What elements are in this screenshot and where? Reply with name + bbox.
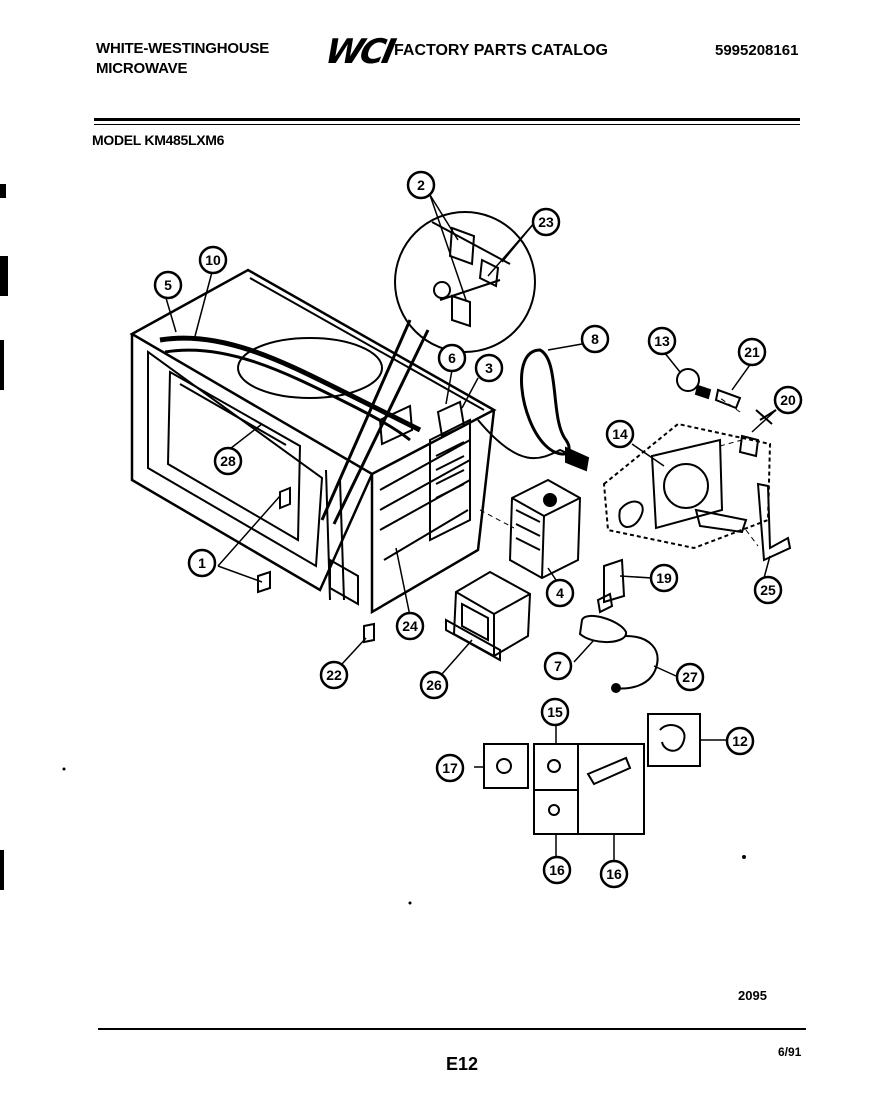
callout-16-alt: 16 — [542, 855, 572, 885]
svg-text:19: 19 — [656, 570, 672, 586]
scan-mark — [0, 340, 4, 390]
model-label: MODEL KM485LXM6 — [92, 132, 225, 148]
oven-cavity-drawing — [129, 268, 497, 615]
assembly-lines — [479, 397, 759, 547]
svg-text:26: 26 — [426, 677, 442, 693]
callout-24: 24 — [395, 611, 425, 641]
svg-text:8: 8 — [591, 331, 599, 347]
svg-text:3: 3 — [485, 360, 493, 376]
revision-date: 6/91 — [778, 1045, 802, 1059]
catalog-title: FACTORY PARTS CATALOG — [394, 42, 608, 59]
header-rule-thin — [94, 124, 800, 125]
callout-17: 17 — [435, 753, 465, 783]
power-cord-drawing — [477, 348, 590, 472]
scan-mark — [0, 184, 6, 198]
svg-text:23: 23 — [538, 214, 554, 230]
lamp-drawing — [676, 368, 777, 458]
callout-16: 16 — [599, 859, 629, 889]
catalog-number: 5995208161 — [715, 42, 799, 59]
magnetron-drawing — [508, 478, 582, 580]
svg-text:6: 6 — [448, 350, 456, 366]
fan-assembly-drawing — [602, 422, 772, 550]
svg-text:2: 2 — [417, 177, 425, 193]
svg-text:22: 22 — [326, 667, 342, 683]
callout-20: 20 — [773, 385, 803, 415]
svg-text:24: 24 — [402, 618, 418, 634]
svg-text:16: 16 — [606, 866, 622, 882]
drawing-code: 2095 — [738, 988, 767, 1003]
callout-7: 7 — [543, 651, 573, 681]
callout-12: 12 — [725, 726, 755, 756]
svg-text:15: 15 — [547, 704, 563, 720]
bracket-drawing — [756, 482, 792, 562]
callout-5: 5 — [153, 270, 183, 300]
svg-text:12: 12 — [732, 733, 748, 749]
stray-dot — [62, 767, 66, 771]
callout-13: 13 — [647, 326, 677, 356]
callout-23: 23 — [531, 207, 561, 237]
callout-1: 1 — [187, 548, 217, 578]
scan-mark — [0, 256, 8, 296]
callout-22: 22 — [319, 660, 349, 690]
callout-28: 28 — [213, 446, 243, 476]
callout-27: 27 — [675, 662, 705, 692]
small-parts-drawing — [257, 400, 466, 644]
callout-19: 19 — [649, 563, 679, 593]
svg-text:25: 25 — [760, 582, 776, 598]
footer-rule — [98, 1028, 806, 1030]
callout-14: 14 — [605, 419, 635, 449]
svg-text:13: 13 — [654, 333, 670, 349]
svg-text:27: 27 — [682, 669, 698, 685]
svg-text:14: 14 — [612, 426, 628, 442]
transformer-drawing — [445, 570, 532, 662]
callout-25: 25 — [753, 575, 783, 605]
scan-mark — [0, 850, 4, 890]
svg-text:20: 20 — [780, 392, 796, 408]
callout-21: 21 — [737, 337, 767, 367]
brand-line-1: WHITE-WESTINGHOUSE — [96, 40, 270, 57]
svg-text:4: 4 — [556, 585, 564, 601]
callout-8: 8 — [580, 324, 610, 354]
header-rule-thick — [94, 118, 800, 121]
stray-dot — [408, 901, 412, 905]
svg-text:21: 21 — [744, 344, 760, 360]
svg-text:17: 17 — [442, 760, 458, 776]
svg-text:10: 10 — [205, 252, 221, 268]
svg-text:28: 28 — [220, 453, 236, 469]
callout-6: 6 — [437, 343, 467, 373]
brand-line-2: MICROWAVE — [96, 60, 188, 77]
control-panel-parts-drawing — [483, 713, 701, 835]
callout-15: 15 — [540, 697, 570, 727]
svg-text:7: 7 — [554, 658, 562, 674]
callout-4: 4 — [545, 578, 575, 608]
leader-lines — [165, 194, 777, 860]
svg-text:1: 1 — [198, 555, 206, 571]
callout-10: 10 — [198, 245, 228, 275]
capacitor-drawing — [578, 558, 659, 693]
callout-26: 26 — [419, 670, 449, 700]
callout-3: 3 — [474, 353, 504, 383]
callout-2: 2 — [406, 170, 436, 200]
svg-text:5: 5 — [164, 277, 172, 293]
svg-text:16: 16 — [549, 862, 565, 878]
stray-dot — [742, 855, 746, 859]
page-number: E12 — [446, 1054, 479, 1074]
